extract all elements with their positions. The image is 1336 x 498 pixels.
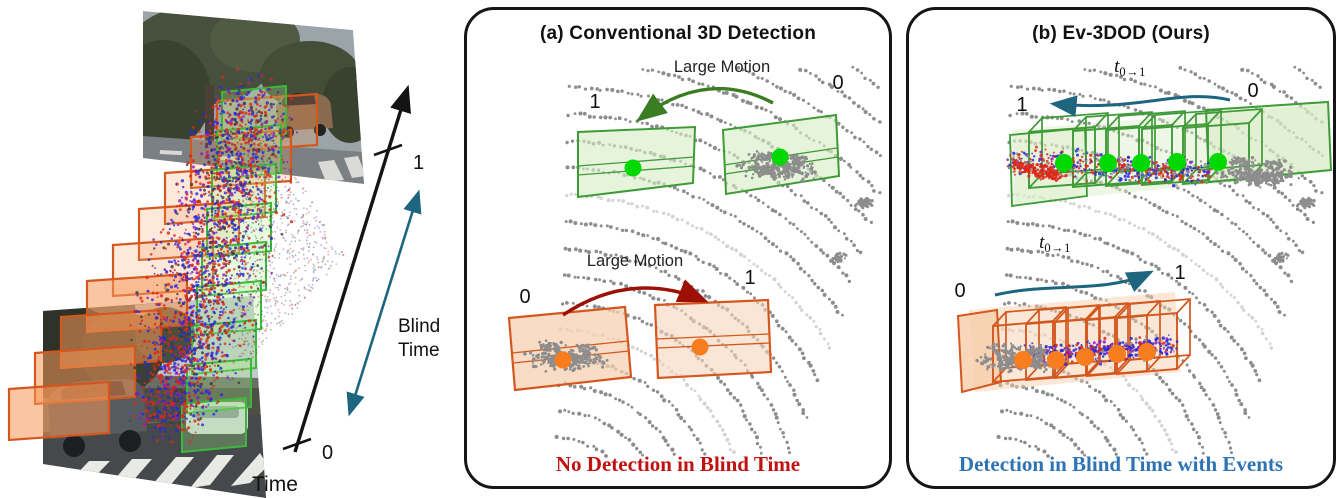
center-dots-green: [1055, 153, 1227, 172]
large-motion-label-top: Large Motion: [673, 58, 771, 76]
center-dot-green-t1: [624, 159, 642, 177]
center-dot-orange-t1: [691, 338, 709, 356]
panel-a-graphics: [507, 65, 882, 458]
flow-t-sub: 0→1: [1044, 241, 1071, 255]
axis-label-1: 1: [413, 152, 424, 174]
flow-time-label-mid: t0→1: [1039, 232, 1071, 256]
flow-arrow-mid: [994, 270, 1154, 297]
event-point-cloud: [128, 68, 345, 444]
flow-t-main: t: [1039, 232, 1045, 253]
panel-a-caption: No Detection in Blind Time: [555, 452, 801, 476]
flow-t-main: t: [1114, 56, 1120, 77]
flow-t-sub: 0→1: [1119, 65, 1146, 79]
center-dots-orange: [1014, 343, 1156, 369]
time-label-0-bottom: 0: [519, 286, 531, 308]
panel-b-caption: Detection in Blind Time with Events: [958, 452, 1284, 476]
time-label-0-top: 0: [1247, 80, 1259, 102]
blind-time-label-line2: Time: [398, 340, 440, 361]
blind-time-label-line1: Blind: [398, 316, 440, 337]
center-dot-green-t0: [771, 148, 789, 166]
large-motion-arrow-red: [562, 279, 709, 317]
panel-conventional-detection: (a) Conventional 3D Detection Large Moti…: [464, 7, 892, 489]
panel-a-title: (a) Conventional 3D Detection: [539, 23, 817, 44]
orange-detection-box-t0: [507, 305, 633, 392]
panel-ev3dod-ours: (b) Ev-3DOD (Ours) t0→1 0 1 t0→1 1 0 Det…: [906, 7, 1336, 489]
time-axis-label: Time: [252, 473, 298, 496]
time-label-0-mid: 0: [954, 280, 966, 302]
blind-time-arrow: [346, 189, 422, 417]
car-points-green-box: [735, 150, 817, 183]
large-motion-label-bottom: Large Motion: [586, 252, 684, 270]
time-label-1-top: 1: [1016, 94, 1028, 116]
tick-0: [282, 437, 312, 451]
car-points-green-track: [1215, 156, 1300, 189]
time-axis: 1 0 Blind Time Time: [252, 84, 440, 496]
time-label-1-mid: 1: [1174, 262, 1186, 284]
large-motion-arrow-green: [636, 86, 774, 122]
axis-label-0: 0: [322, 442, 333, 464]
flow-time-label-top: t0→1: [1114, 56, 1146, 80]
time-label-1-top: 1: [589, 91, 601, 113]
event-points-green-track: [1006, 145, 1213, 188]
tick-1: [373, 143, 403, 157]
green-box-t0: [1204, 100, 1333, 184]
panel-b-graphics: [956, 65, 1333, 458]
left-3d-visualization: 1 0 Blind Time Time: [7, 11, 440, 498]
time-label-0-top: 0: [832, 72, 844, 94]
orange-detection-box-t1: [653, 298, 773, 380]
center-dot-orange-t0: [554, 351, 572, 369]
time-label-1-bottom: 1: [744, 267, 756, 289]
flow-arrow-top: [1049, 95, 1231, 117]
panel-b-title: (b) Ev-3DOD (Ours): [1032, 23, 1210, 44]
